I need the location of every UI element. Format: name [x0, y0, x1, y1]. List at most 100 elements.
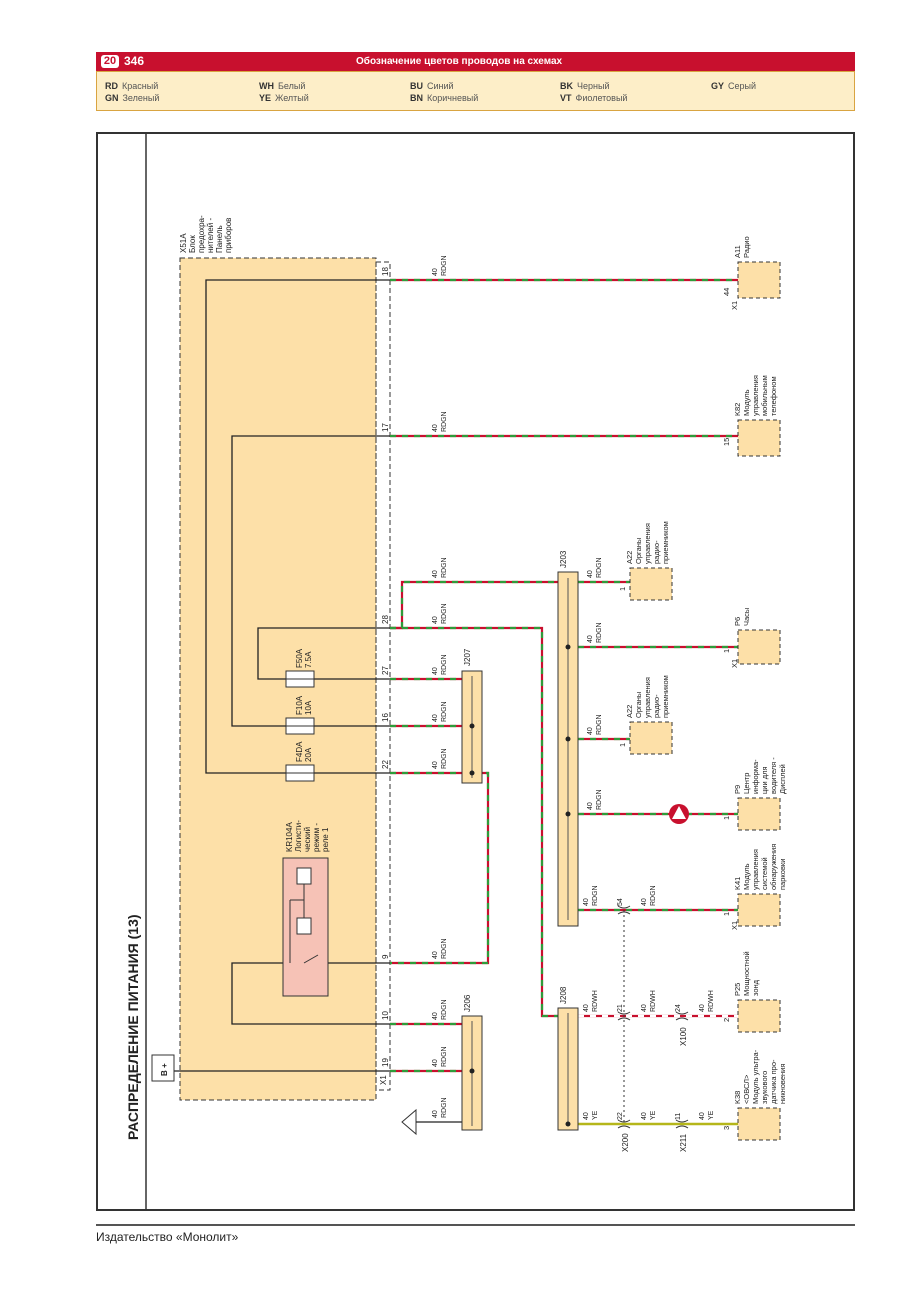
connector-labels: X100 X200 X211	[621, 1027, 688, 1152]
component-labels: A11Радио K82Модульуправлениямобильнымтел…	[625, 236, 787, 1104]
svg-text:19: 19	[381, 1058, 390, 1067]
svg-text:X1: X1	[730, 301, 739, 310]
component-pins: 44 15 1 1 1 1 1 2 3 X1 X1 X1	[618, 288, 739, 1130]
footer-rule	[96, 1224, 855, 1226]
svg-text:54: 54	[617, 898, 624, 906]
svg-text:J206: J206	[463, 994, 472, 1012]
svg-text:P6Часы: P6Часы	[733, 608, 751, 626]
svg-text:1: 1	[722, 649, 731, 653]
svg-text:22: 22	[381, 760, 390, 769]
svg-text:A22Органыуправлениярадио-прием: A22Органыуправлениярадио-приемником	[625, 521, 670, 564]
svg-text:1: 1	[722, 816, 731, 820]
publisher-footer: Издательство «Монолит»	[96, 1230, 239, 1244]
fuse-F4DA: F4DA20A	[285, 741, 315, 782]
header-bar	[96, 52, 855, 71]
svg-text:X211: X211	[679, 1133, 688, 1152]
svg-text:10: 10	[381, 1011, 390, 1020]
svg-text:P9Центринформа-ции дляводителя: P9Центринформа-ции дляводителя -Дисплей	[733, 757, 787, 794]
svg-text:X100: X100	[679, 1027, 688, 1046]
ground-icon	[401, 1108, 466, 1136]
svg-text:21: 21	[617, 1004, 624, 1012]
svg-text:K38<ОВСЛ>Модуль ультра-звуково: K38<ОВСЛ>Модуль ультра-звуковогодатчика …	[733, 1049, 787, 1104]
junction-J206: J206	[461, 994, 483, 1131]
component-boxes	[629, 261, 781, 1141]
svg-text:44: 44	[722, 288, 731, 296]
svg-text:KR104A Логисти- че: KR104A Логисти- ческий режим - реле 1	[285, 818, 330, 852]
svg-text:28: 28	[381, 615, 390, 624]
rdgn-wires	[390, 278, 738, 1073]
inline-connectors	[617, 905, 689, 1129]
header-title: Обозначение цветов проводов на схемах	[356, 56, 563, 67]
svg-text:F50A7.5A: F50A7.5A	[295, 648, 313, 668]
svg-text:X200: X200	[621, 1133, 630, 1152]
page-number: 346	[124, 54, 145, 68]
svg-text:3: 3	[722, 1126, 731, 1130]
svg-text:X1: X1	[730, 921, 739, 930]
svg-text:9: 9	[381, 954, 390, 959]
splice-dots	[469, 644, 571, 1127]
chapter-badge: 20	[101, 55, 119, 68]
svg-text:A22Органыуправлениярадио-прием: A22Органыуправлениярадио-приемником	[625, 675, 670, 718]
junction-J208: J208	[557, 986, 579, 1131]
svg-text:16: 16	[381, 713, 390, 722]
fuse-F50A: F50A7.5A	[285, 648, 315, 688]
svg-text:18: 18	[381, 267, 390, 276]
svg-text:F4DA20A: F4DA20A	[295, 741, 313, 762]
battery-terminal: B +	[151, 1054, 175, 1082]
diagram-title: РАСПРЕДЕЛЕНИЕ ПИТАНИЯ (13)	[125, 914, 141, 1140]
svg-text:J203: J203	[559, 550, 568, 568]
warning-icon	[669, 804, 689, 824]
svg-text:F10A10A: F10A10A	[295, 695, 313, 715]
fuse-box-connector: X1	[379, 1075, 388, 1085]
svg-text:24: 24	[675, 1004, 682, 1012]
svg-text:J208: J208	[559, 986, 568, 1004]
relay-KR104A: KR104A Логисти- ческий режим - реле 1	[282, 818, 330, 997]
svg-text:X1: X1	[730, 659, 739, 668]
fuse-box-pin-strip	[375, 261, 391, 1091]
svg-text:27: 27	[381, 666, 390, 675]
svg-text:1: 1	[722, 912, 731, 916]
svg-text:K41Модульуправлениясистемойобн: K41Модульуправлениясистемойобнаруженияпа…	[733, 844, 787, 890]
svg-text:K82Модульуправлениямобильнымте: K82Модульуправлениямобильнымтелефоном	[733, 375, 778, 416]
svg-text:J207: J207	[463, 648, 472, 666]
junction-J207: J207	[461, 648, 483, 784]
svg-text:A11Радио: A11Радио	[733, 236, 751, 258]
fuse-F10A: F10A10A	[285, 695, 315, 735]
svg-text:2: 2	[722, 1018, 731, 1022]
svg-text:B +: B +	[160, 1063, 169, 1076]
svg-text:P25Мощностнойзонд: P25Мощностнойзонд	[733, 951, 760, 996]
diagram-frame	[96, 132, 855, 1211]
svg-text:15: 15	[722, 438, 731, 446]
fuse-box-name: X51A Блок предохра- нителей - Панель при…	[179, 213, 233, 253]
svg-text:1: 1	[618, 743, 627, 747]
